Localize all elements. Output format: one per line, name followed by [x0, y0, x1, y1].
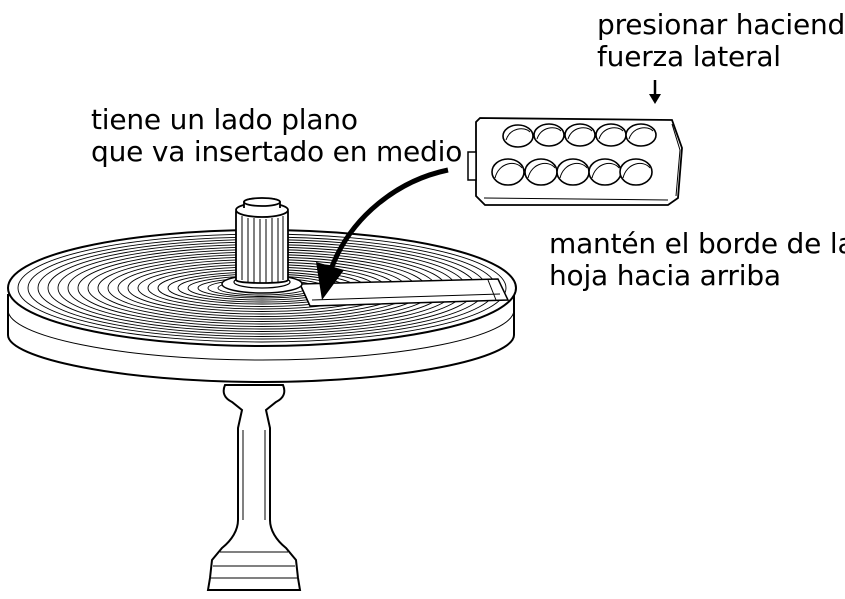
press-instruction-line2: fuerza lateral: [597, 40, 781, 73]
insert-arrow: [316, 167, 449, 300]
flat-side-instruction: tiene un lado plano que va insertado en …: [91, 104, 462, 168]
center-shaft: [235, 197, 289, 284]
edge-up-instruction: mantén el borde de la hoja hacia arriba: [549, 228, 845, 292]
blade-slot: [298, 278, 510, 307]
edge-up-line2: hoja hacia arriba: [549, 259, 781, 292]
press-instruction: presionar haciendo fuerza lateral: [597, 9, 845, 73]
flat-side-line1: tiene un lado plano: [91, 103, 358, 136]
stand: [206, 384, 302, 591]
edge-up-line1: mantén el borde de la: [549, 227, 845, 260]
blade-insert: [467, 117, 683, 206]
blade-holes: [491, 123, 657, 186]
down-arrow: [649, 80, 661, 104]
press-instruction-line1: presionar haciendo: [597, 8, 845, 41]
flat-side-line2: que va insertado en medio: [91, 135, 463, 168]
